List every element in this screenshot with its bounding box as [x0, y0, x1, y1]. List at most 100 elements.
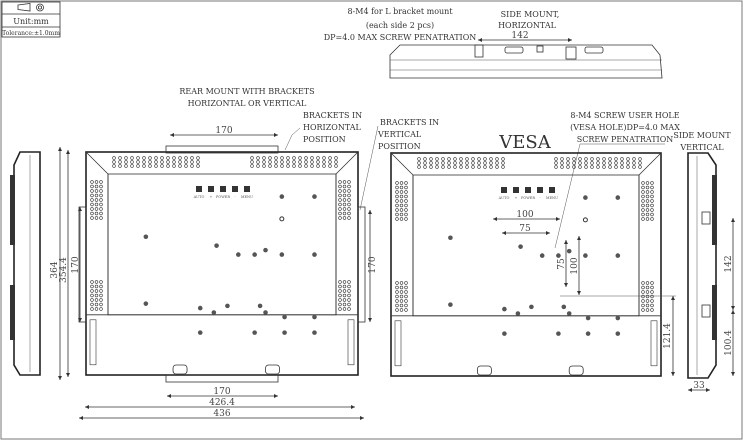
screw-hole — [236, 252, 241, 257]
vent-hole — [334, 160, 338, 164]
vent-hole — [395, 185, 399, 190]
slot — [650, 320, 658, 367]
vent-hole — [404, 299, 408, 303]
vent-hole — [196, 160, 200, 164]
vent-hole — [471, 165, 475, 169]
vent-hole — [118, 156, 122, 160]
vent-hole — [268, 160, 272, 164]
vent-hole — [90, 216, 94, 220]
vent-hole — [154, 156, 158, 160]
vent-hole — [554, 165, 558, 169]
vent-hole — [90, 207, 94, 211]
vent-hole — [465, 161, 469, 165]
vent-hole — [342, 198, 347, 202]
osd-button — [549, 187, 555, 193]
vent-hole — [590, 161, 594, 165]
vent-hole — [501, 165, 505, 169]
vent-hole — [334, 156, 338, 160]
vent-hole — [347, 202, 351, 207]
vent-hole — [118, 160, 122, 164]
vent-hole — [465, 165, 469, 169]
panel-outline — [390, 152, 662, 377]
vent-hole — [310, 160, 314, 164]
screw-hole — [263, 310, 268, 315]
vent-hole — [650, 294, 654, 299]
vent-hole — [148, 164, 152, 168]
vent-hole — [166, 156, 170, 160]
vent-hole — [142, 164, 146, 168]
vent-hole — [489, 157, 493, 161]
screw-hole — [282, 314, 287, 320]
vent-hole — [338, 280, 342, 284]
vent-hole — [650, 203, 654, 208]
vent-hole — [90, 193, 94, 198]
vent-hole — [99, 207, 103, 211]
vent-hole — [399, 208, 404, 212]
vent-hole — [298, 164, 302, 168]
vent-hole — [130, 164, 134, 168]
vent-hole — [94, 307, 99, 311]
panel-outline — [85, 151, 359, 376]
vent-hole — [395, 199, 399, 203]
vent-hole — [94, 207, 99, 211]
vent-hole — [641, 185, 645, 190]
vent-hole — [483, 161, 487, 165]
vent-hole — [645, 299, 650, 303]
vent-hole — [196, 156, 200, 160]
vent-hole — [250, 160, 254, 164]
vent-hole — [112, 156, 116, 160]
screw-hole — [539, 253, 545, 258]
vent-hole — [435, 157, 439, 161]
osd-button-label: POWER — [521, 196, 535, 200]
vent-hole — [477, 157, 481, 161]
vent-hole — [338, 198, 342, 202]
screw-hole — [279, 216, 285, 222]
vent-hole — [596, 161, 600, 165]
vent-hole — [395, 217, 399, 221]
vent-hole — [459, 157, 463, 161]
vent-hole — [641, 299, 645, 303]
vent-hole — [650, 199, 654, 203]
vent-hole — [136, 160, 140, 164]
title-block: Unit:mm Tolerance:±1.0mm — [1, 1, 61, 38]
vent-hole — [441, 157, 445, 161]
vent-hole — [650, 299, 654, 303]
vent-hole — [94, 211, 99, 216]
vent-hole — [99, 189, 103, 193]
vent-hole — [572, 157, 576, 161]
dim-vesa-v100: 100 — [570, 257, 580, 274]
vent-hole — [310, 164, 314, 168]
vent-hole — [650, 212, 654, 217]
vent-hole — [274, 164, 278, 168]
vent-hole — [304, 156, 308, 160]
vent-hole — [190, 156, 194, 160]
note-brackets-v-2: VERTICAL — [377, 130, 422, 139]
vent-hole — [650, 208, 654, 212]
vent-hole — [124, 164, 128, 168]
vent-hole — [483, 157, 487, 161]
note-vesa-2: (VESA HOLE)DP=4.0 MAX — [570, 123, 680, 132]
right-side-view — [687, 152, 717, 379]
vent-hole — [435, 161, 439, 165]
third-angle-projection-icon — [17, 3, 44, 12]
vent-hole — [342, 202, 347, 207]
vent-hole — [94, 193, 99, 198]
vent-hole — [90, 202, 94, 207]
osd-button — [537, 187, 543, 193]
vent-hole — [90, 189, 94, 193]
vent-hole — [338, 184, 342, 189]
foot — [265, 364, 280, 375]
vent-hole — [590, 157, 594, 161]
note-brackets-v-1: BRACKETS IN — [380, 118, 439, 127]
screw-hole — [585, 315, 591, 321]
vent-hole — [404, 190, 408, 194]
vent-hole — [395, 190, 399, 194]
vent-hole — [347, 298, 351, 302]
vent-hole — [423, 157, 427, 161]
vent-hole — [489, 161, 493, 165]
vent-hole — [310, 156, 314, 160]
screw-hole — [582, 217, 588, 223]
bevel — [335, 151, 359, 175]
dim-top-bracket-170: 170 — [215, 126, 232, 136]
vent-hole — [645, 199, 650, 203]
